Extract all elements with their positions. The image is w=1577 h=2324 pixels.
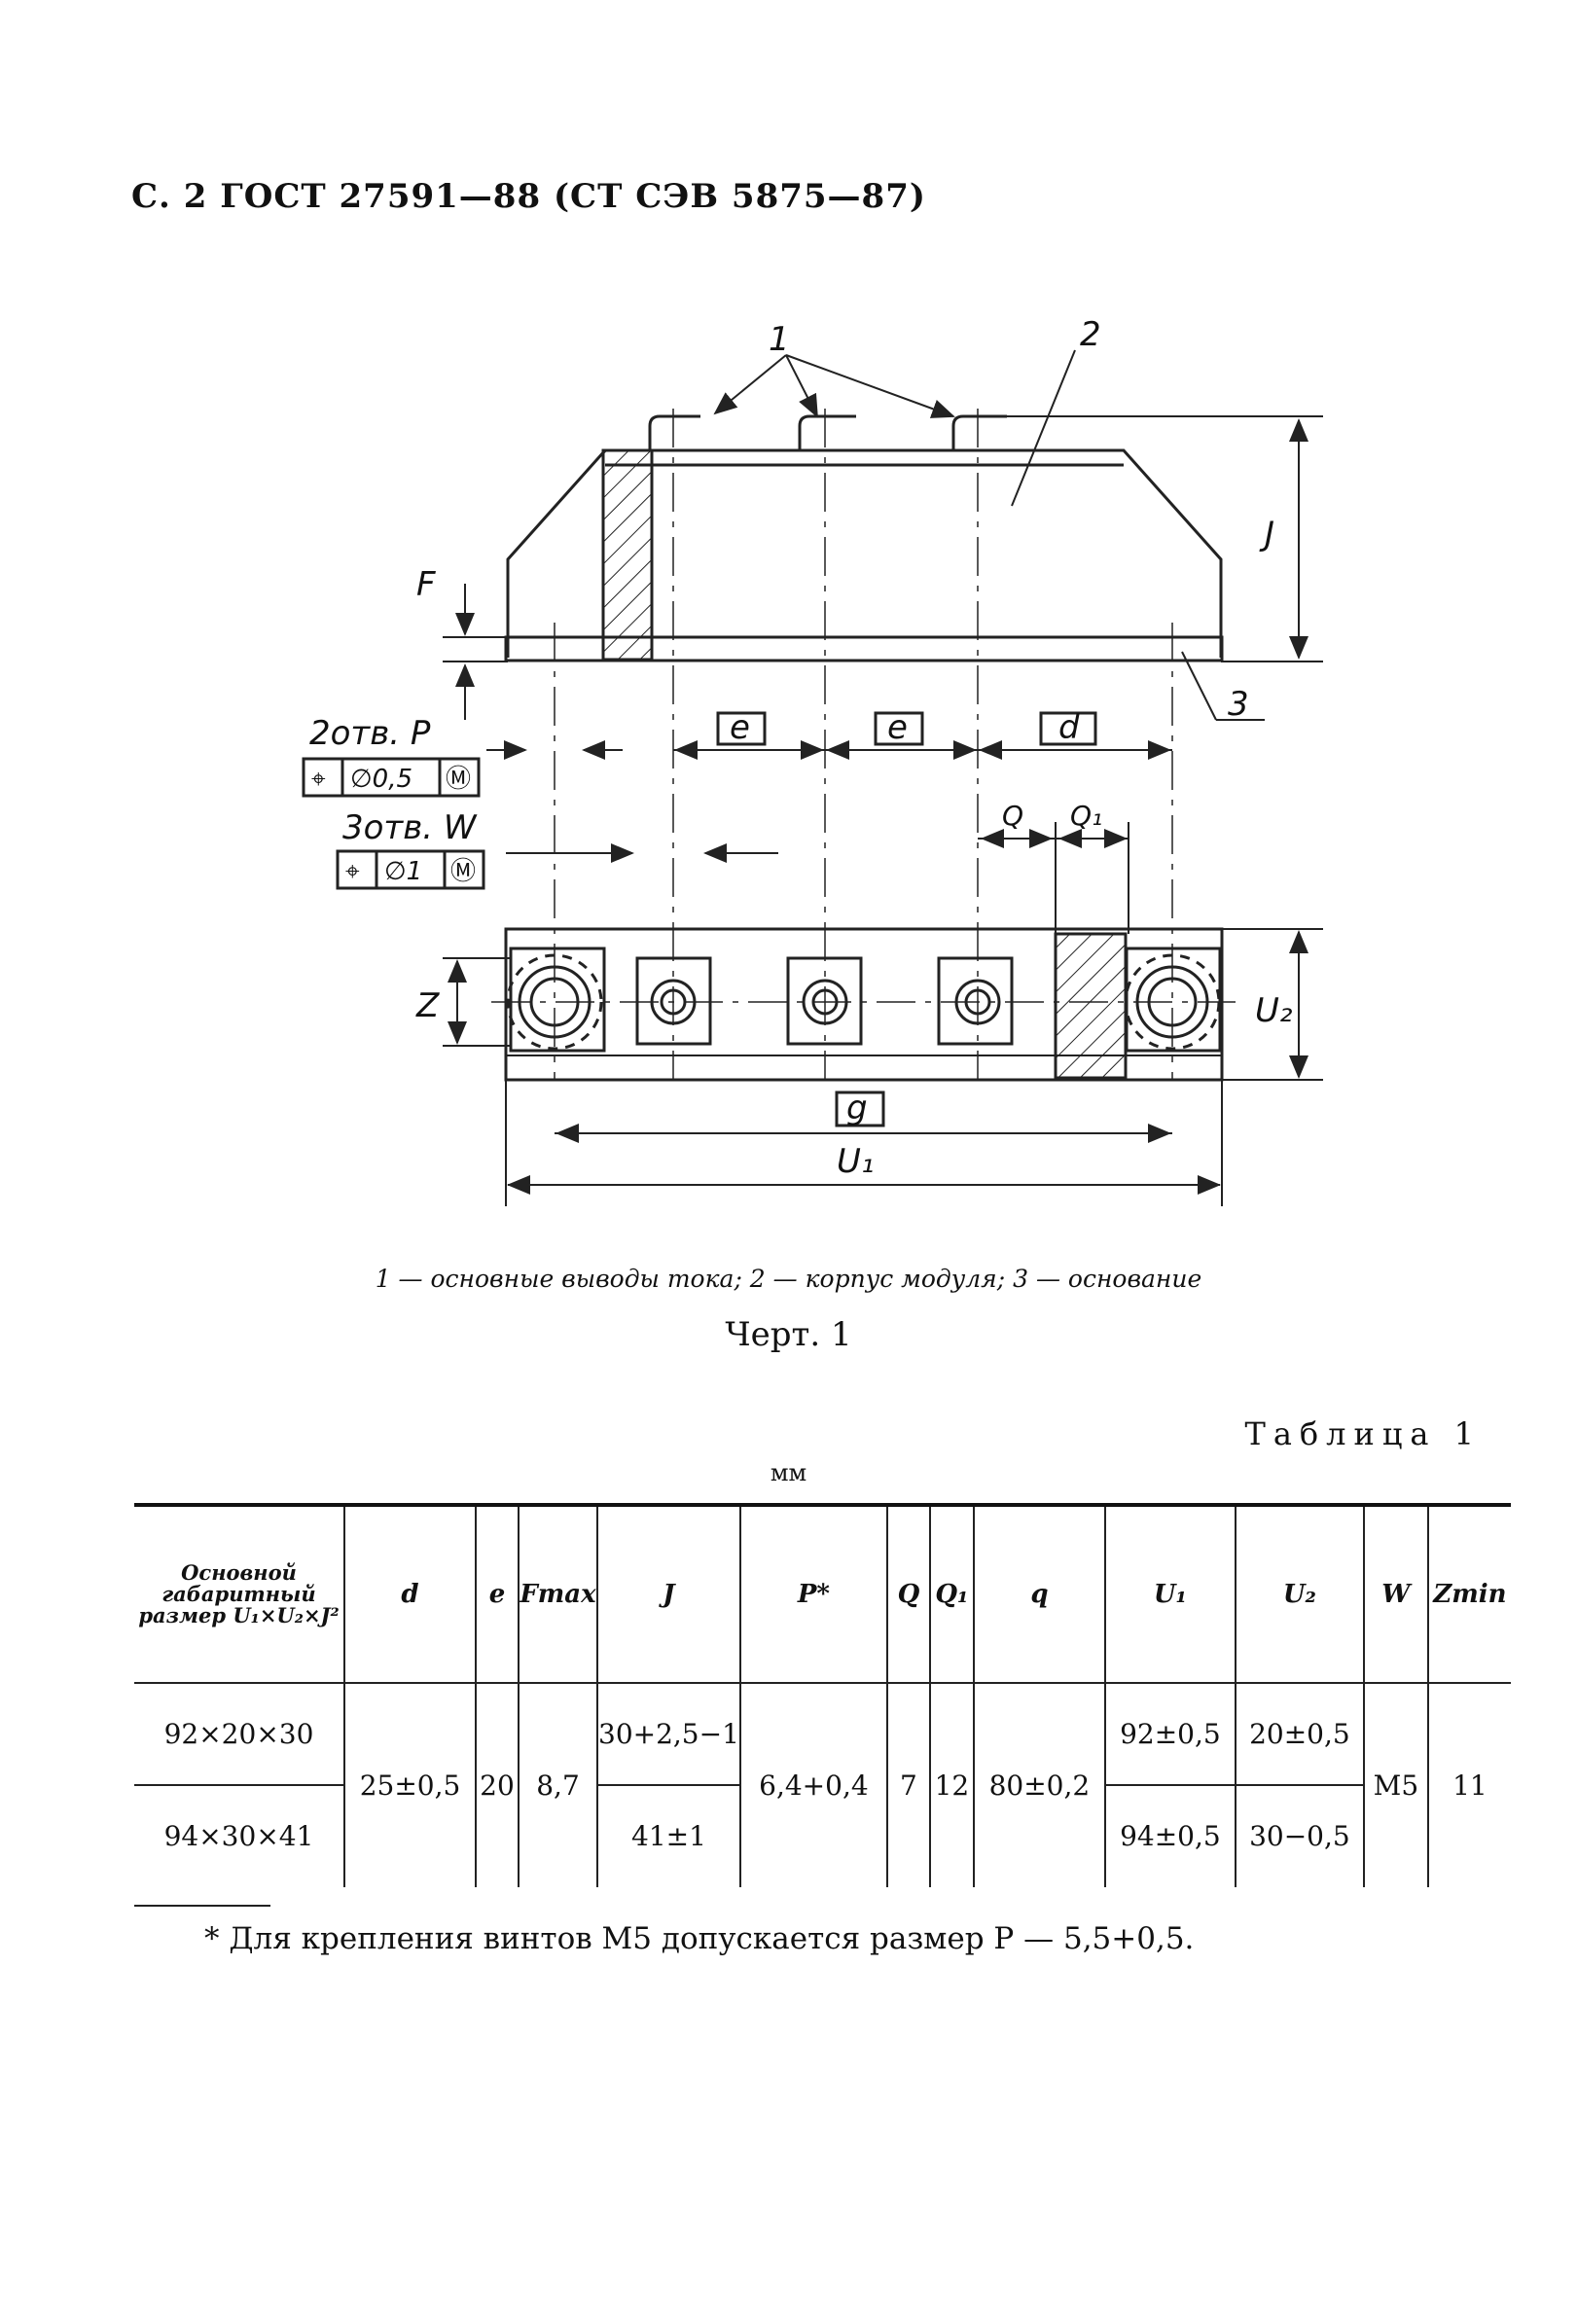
col-header-fmax: Fmax [518, 1505, 597, 1683]
cell-w: М5 [1362, 1683, 1428, 1887]
table-row: 94×30×41 41±1 94±0,5 30−0,5 [134, 1785, 1511, 1887]
mmc-icon: Ⓜ [450, 857, 476, 886]
cell-q: 80±0,2 [972, 1683, 1105, 1887]
terminal-2 [798, 414, 856, 450]
cell-u2-1: 20±0,5 [1234, 1683, 1364, 1786]
table-row: 92×20×30 25±0,5 20 8,7 30+2,5−1 6,4+0,4 … [134, 1683, 1511, 1887]
module-body-outline [506, 448, 1223, 658]
holes-p-label: 2отв. P [309, 714, 431, 753]
tolerance-p: ∅0,5 [350, 765, 412, 794]
cell-e: 20 [475, 1683, 519, 1887]
col-header-w: W [1362, 1505, 1428, 1683]
spec-table: Основной габаритный размер U₁×U₂×J² d e … [134, 1503, 1511, 1887]
col-header-q: q [972, 1505, 1105, 1683]
dim-Q1: Q₁ [1070, 800, 1102, 832]
col-header-j: J [596, 1505, 740, 1683]
mmc-icon: Ⓜ [446, 765, 471, 794]
dim-g: g [846, 1089, 868, 1127]
technical-drawing: 1 2 3 J F e e d Q Q₁ Z U₂ g U₁ 2отв. P 3… [302, 315, 1323, 1206]
holes-w-label: 3отв. W [342, 808, 478, 847]
dim-e-1: e [730, 708, 750, 747]
cell-j-2: 41±1 [596, 1785, 740, 1887]
col-header-p: P* [738, 1505, 887, 1683]
cell-u1-2: 94±0,5 [1103, 1785, 1236, 1887]
module-top-view [504, 927, 1224, 1082]
col-header-q-cap: Q [885, 1505, 930, 1683]
cell-q-cap: 7 [885, 1683, 930, 1887]
dim-Z: Z [415, 986, 440, 1025]
terminal-1 [648, 414, 700, 450]
page-header: С. 2 ГОСТ 27591—88 (СТ СЭВ 5875—87) [131, 177, 926, 216]
col-header-e: e [475, 1505, 519, 1683]
col-header-u1: U₁ [1103, 1505, 1236, 1683]
position-icon: ⌖ [311, 765, 326, 794]
col-header-zmin: Zmin [1426, 1505, 1511, 1683]
figure-title: Черт. 1 [725, 1315, 852, 1354]
tolerance-w: ∅1 [384, 857, 422, 886]
table-label: Таблица 1 [1244, 1415, 1482, 1452]
dim-d: d [1058, 708, 1080, 747]
cell-size-2: 94×30×41 [163, 1820, 314, 1852]
dim-J: J [1259, 515, 1274, 554]
cell-p: 6,4+0,4 [738, 1683, 887, 1887]
col-header-u2: U₂ [1234, 1505, 1364, 1683]
col-header-d: d [343, 1505, 476, 1683]
col-header-q1: Q₁ [928, 1505, 974, 1683]
footnote: * Для крепления винтов М5 допускается ра… [204, 1921, 1195, 1956]
footnote-rule [134, 1905, 270, 1907]
cell-zmin: 11 [1426, 1683, 1511, 1887]
dim-Q: Q [1002, 800, 1023, 832]
cell-q1: 12 [928, 1683, 974, 1887]
callout-2: 2 [1080, 315, 1101, 354]
cell-u1-1: 92±0,5 [1103, 1683, 1236, 1786]
cell-d: 25±0,5 [343, 1683, 476, 1887]
dim-U2: U₂ [1255, 991, 1293, 1030]
col-header-size: Основной габаритный размер U₁×U₂×J² [138, 1560, 340, 1627]
terminal-3 [951, 414, 1007, 450]
figure-caption: 1 — основные выводы тока; 2 — корпус мод… [375, 1265, 1202, 1293]
position-icon: ⌖ [345, 857, 360, 886]
cell-fmax: 8,7 [518, 1683, 597, 1887]
dim-e-2: e [887, 708, 908, 747]
callout-1: 1 [769, 320, 790, 359]
dim-F: F [416, 565, 436, 604]
dim-U1: U₁ [837, 1142, 875, 1181]
cell-j-1: 30+2,5−1 [596, 1683, 740, 1786]
cell-size-1: 92×20×30 [134, 1683, 344, 1786]
module-base [504, 635, 1224, 662]
cell-u2-2: 30−0,5 [1234, 1785, 1364, 1887]
callout-3: 3 [1228, 685, 1249, 724]
table-units: мм [770, 1459, 807, 1486]
